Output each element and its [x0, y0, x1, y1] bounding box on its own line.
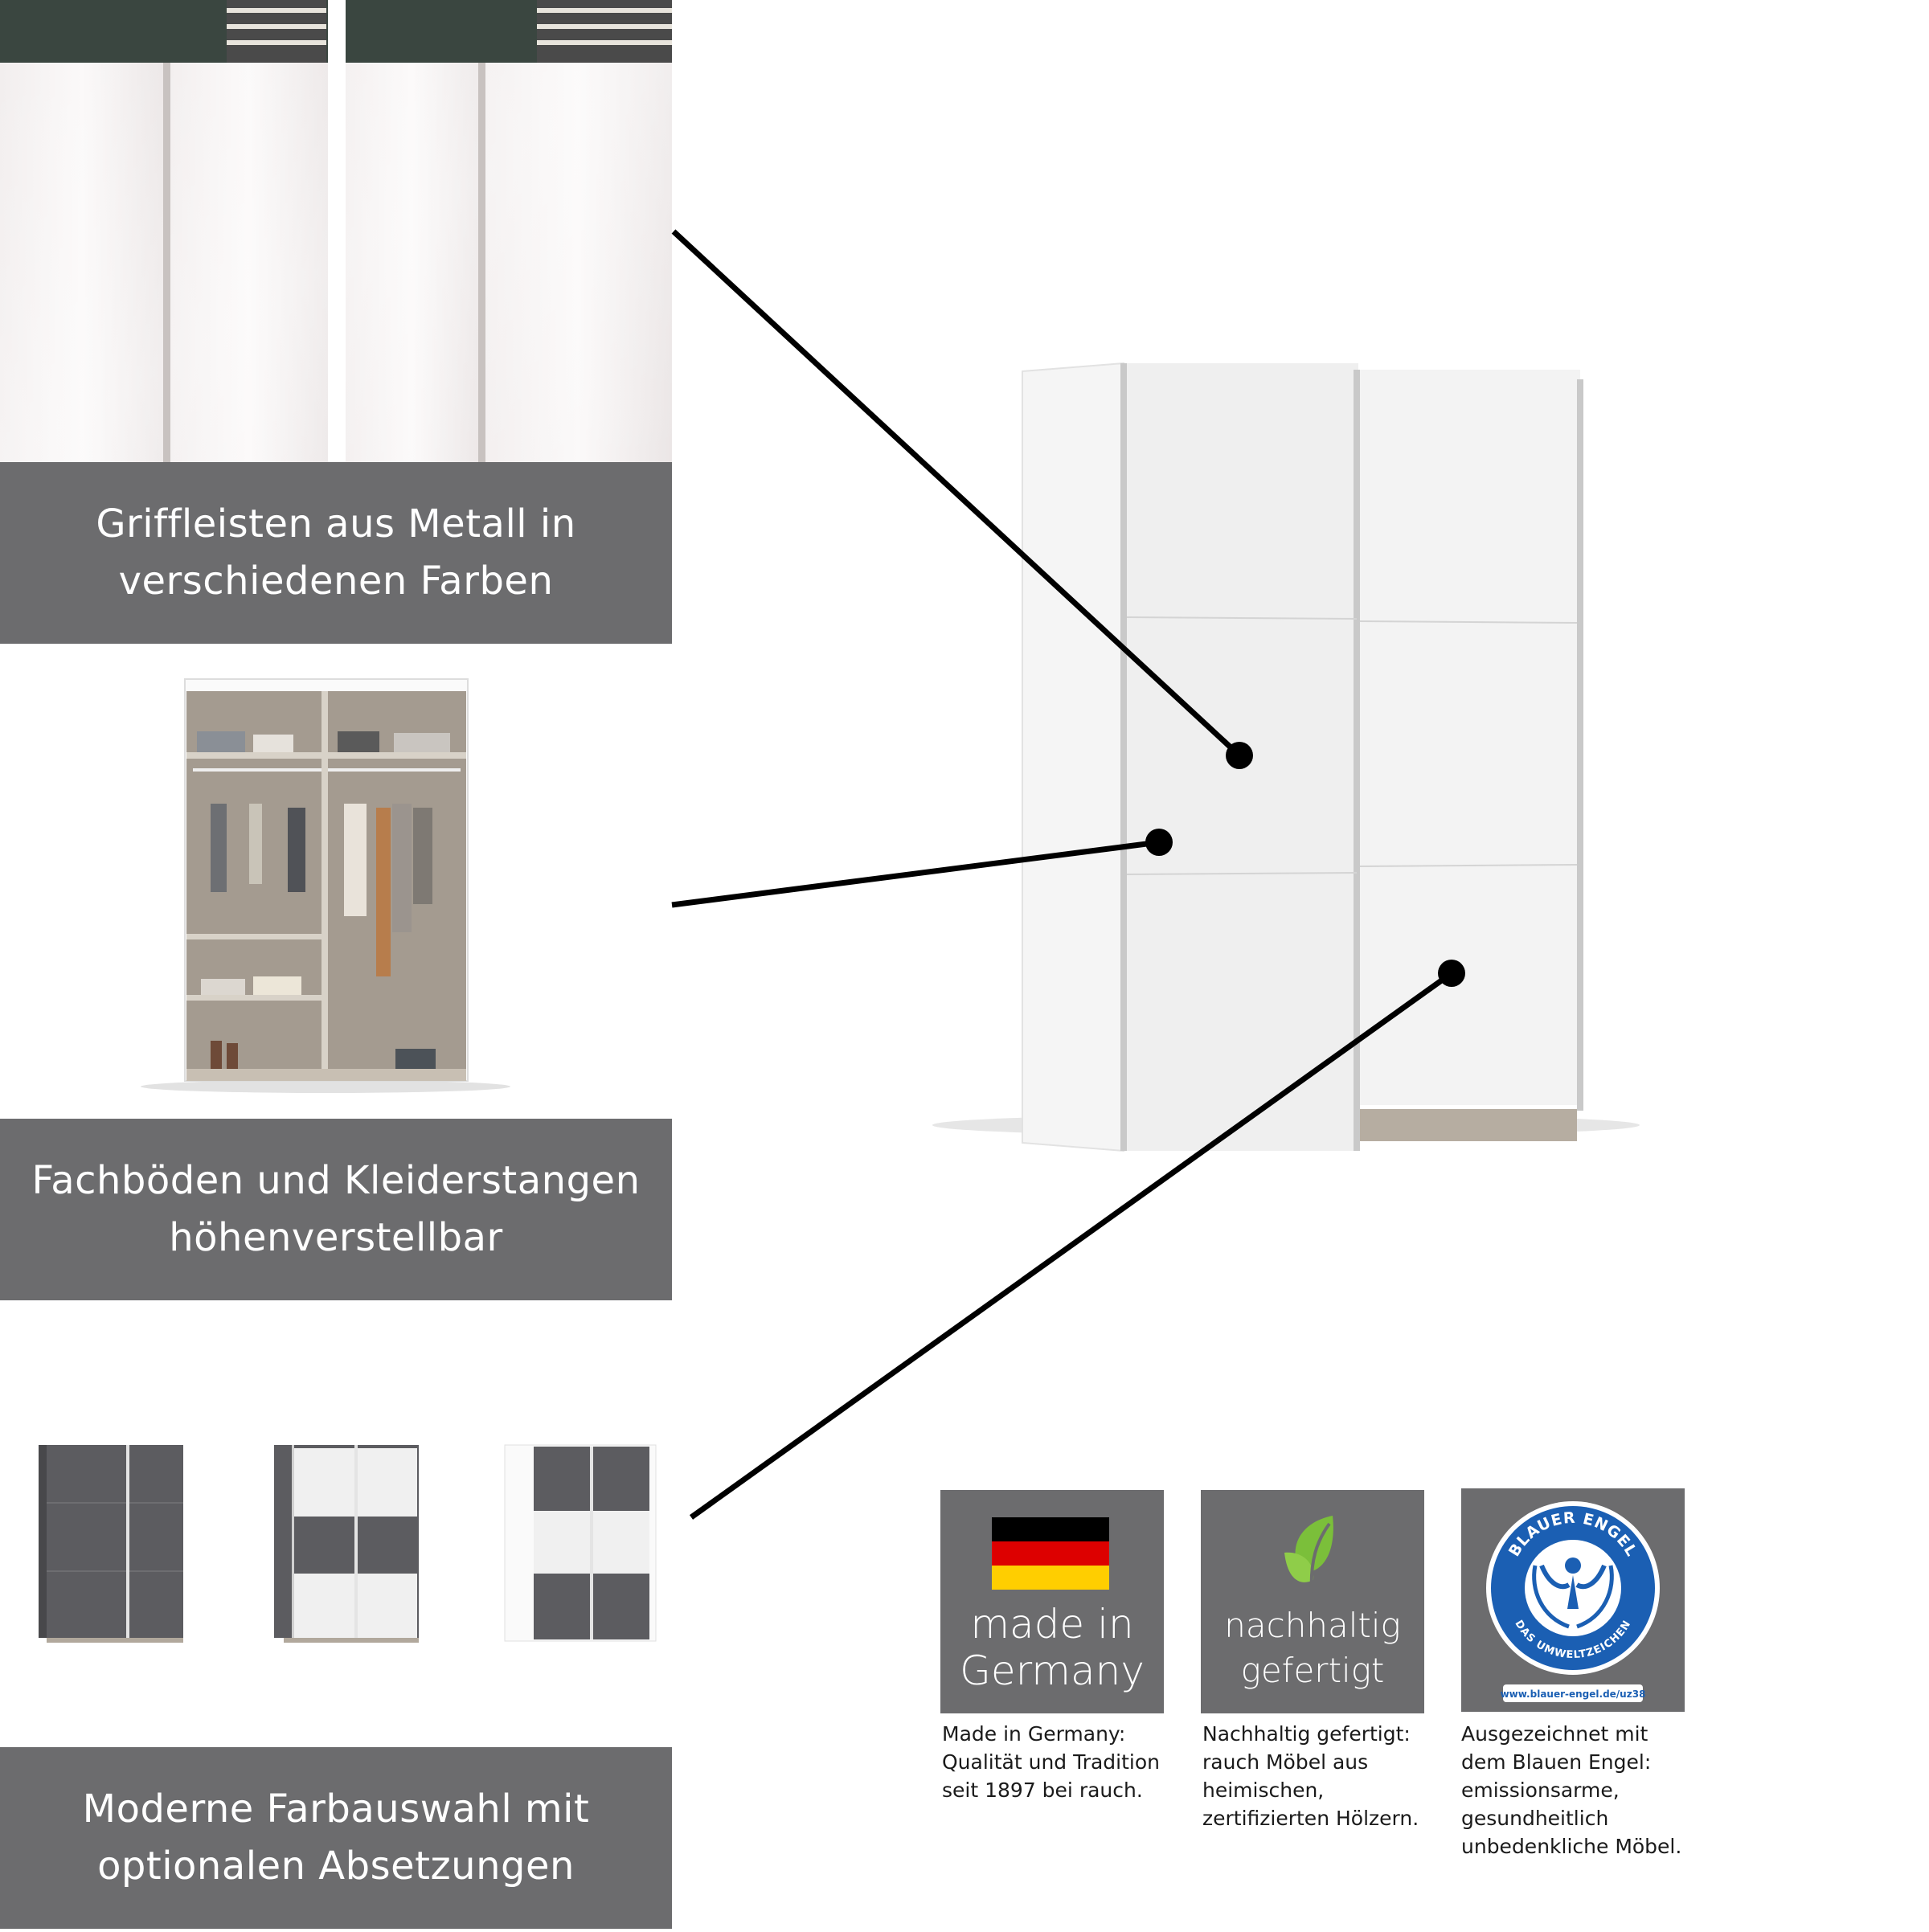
color-variant-graphite [32, 1439, 193, 1648]
badge-label: Germany [960, 1648, 1145, 1694]
description-line: unbedenkliche Möbel. [1461, 1835, 1682, 1858]
made-in-germany-badge: made in Germany [940, 1490, 1164, 1713]
blauer-engel-description: Ausgezeichnet mit dem Blauen Engel: emis… [1461, 1720, 1702, 1860]
feature-caption-handles: Griffleisten aus Metall in verschiedenen… [0, 462, 672, 644]
handle-closeup-image [0, 0, 672, 462]
color-variant-graphite-white [269, 1439, 430, 1648]
description-line: gesundheitlich [1461, 1807, 1609, 1830]
connector-line [671, 839, 1160, 908]
feature-caption-line: verschiedenen Farben [118, 559, 554, 604]
description-line: rauch Möbel aus [1202, 1750, 1369, 1774]
leaf-icon [1284, 1516, 1333, 1594]
connector-line [689, 971, 1454, 1520]
blauer-engel-icon: BLAUER ENGEL DAS UMWELTZEICHEN www.blaue… [1486, 1501, 1660, 1702]
description-line: Qualität und Tradition [942, 1750, 1161, 1774]
blauer-engel-badge: BLAUER ENGEL DAS UMWELTZEICHEN www.blaue… [1461, 1488, 1685, 1712]
description-line: Ausgezeichnet mit [1461, 1722, 1648, 1746]
connector-line [671, 229, 1242, 758]
connector-dot [1226, 742, 1253, 769]
badge-label: gefertigt [1240, 1651, 1385, 1690]
german-flag-icon [992, 1517, 1109, 1590]
description-line: Nachhaltig gefertigt: [1202, 1722, 1411, 1746]
feature-caption-line: Griffleisten aus Metall in [96, 501, 576, 546]
connector-dot [1438, 960, 1465, 987]
feature-caption-shelves: Fachböden und Kleiderstangen höhenverste… [0, 1119, 672, 1300]
feature-caption-line: höhenverstellbar [169, 1215, 503, 1260]
description-line: Made in Germany: [942, 1722, 1126, 1746]
feature-caption-line: Moderne Farbauswahl mit [82, 1787, 590, 1832]
description-line: heimischen, [1202, 1779, 1325, 1802]
description-line: seit 1897 bei rauch. [942, 1779, 1143, 1802]
connector-dot [1145, 829, 1173, 856]
badge-label: nachhaltig [1224, 1606, 1401, 1645]
made-in-germany-description: Made in Germany: Qualität und Tradition … [942, 1720, 1183, 1804]
description-line: dem Blauen Engel: [1461, 1750, 1652, 1774]
color-variant-white-graphite [498, 1439, 659, 1648]
interior-wardrobe-image [137, 675, 514, 1093]
seal-url: www.blauer-engel.de/uz38 [1501, 1688, 1646, 1700]
feature-caption-colors: Moderne Farbauswahl mit optionalen Abset… [0, 1747, 672, 1929]
feature-caption-line: optionalen Absetzungen [97, 1844, 575, 1889]
badge-label: made in [970, 1601, 1134, 1648]
sustainable-badge: nachhaltig gefertigt [1201, 1490, 1424, 1713]
description-line: zertifizierten Hölzern. [1202, 1807, 1419, 1830]
description-line: emissionsarme, [1461, 1779, 1620, 1802]
feature-caption-line: Fachböden und Kleiderstangen [31, 1158, 641, 1203]
sustainable-description: Nachhaltig gefertigt: rauch Möbel aus he… [1202, 1720, 1444, 1832]
